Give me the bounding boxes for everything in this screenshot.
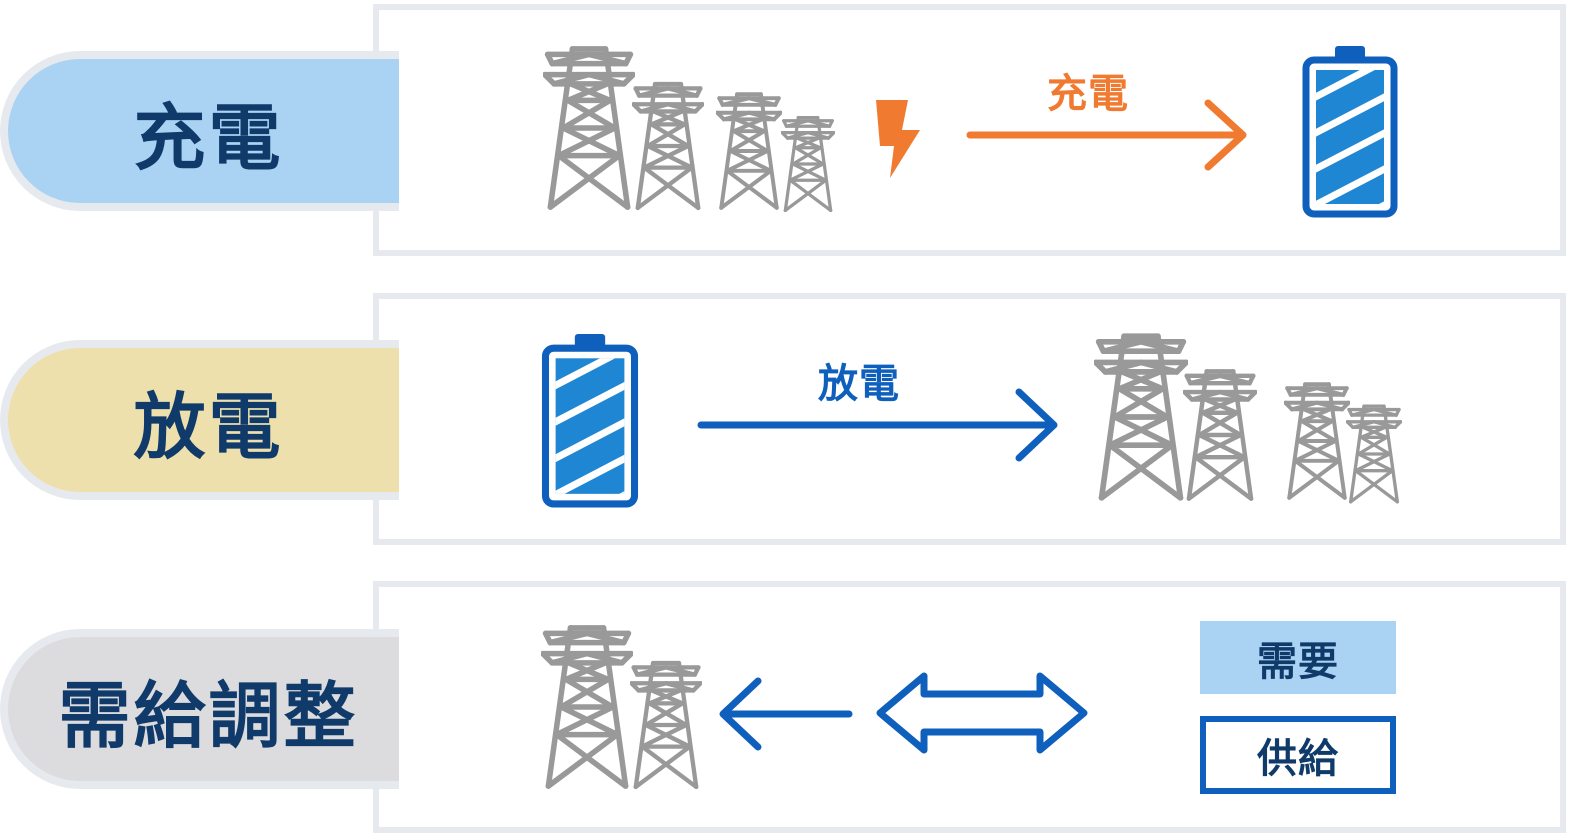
balancing-tab-label: 需給調整 (58, 673, 359, 758)
battery-icon (1302, 44, 1398, 218)
right-arrow-icon (697, 388, 1058, 462)
demand-label: 需要 (1257, 638, 1339, 685)
discharge-arrow-label: 放電 (818, 361, 900, 407)
charge-tab: 充電 (0, 51, 399, 211)
discharge-tab: 放電 (0, 340, 399, 500)
discharge-tab-label: 放電 (133, 384, 284, 469)
transmission-tower-icon (1183, 366, 1257, 504)
transmission-tower-icon (630, 656, 702, 794)
left-arrow-icon (719, 677, 853, 751)
supply-box: 供給 (1200, 716, 1396, 794)
supply-label: 供給 (1257, 736, 1339, 782)
transmission-tower-icon (716, 88, 782, 214)
lightning-bolt-icon (876, 100, 920, 178)
charge-tab-label: 充電 (133, 95, 284, 180)
transmission-tower-icon (541, 620, 633, 794)
demand-box: 需要 (1200, 621, 1396, 694)
transmission-tower-icon (1284, 378, 1350, 504)
balancing-tab: 需給調整 (0, 629, 399, 789)
double-arrow-icon (876, 672, 1088, 754)
charge-arrow-label: 充電 (1047, 71, 1129, 117)
transmission-tower-icon (632, 78, 704, 214)
transmission-tower-icon (1346, 404, 1402, 504)
transmission-tower-icon (543, 42, 635, 214)
right-arrow-icon (966, 99, 1247, 171)
transmission-tower-icon (1094, 330, 1188, 504)
battery-icon (541, 332, 639, 508)
transmission-tower-icon (781, 114, 835, 214)
